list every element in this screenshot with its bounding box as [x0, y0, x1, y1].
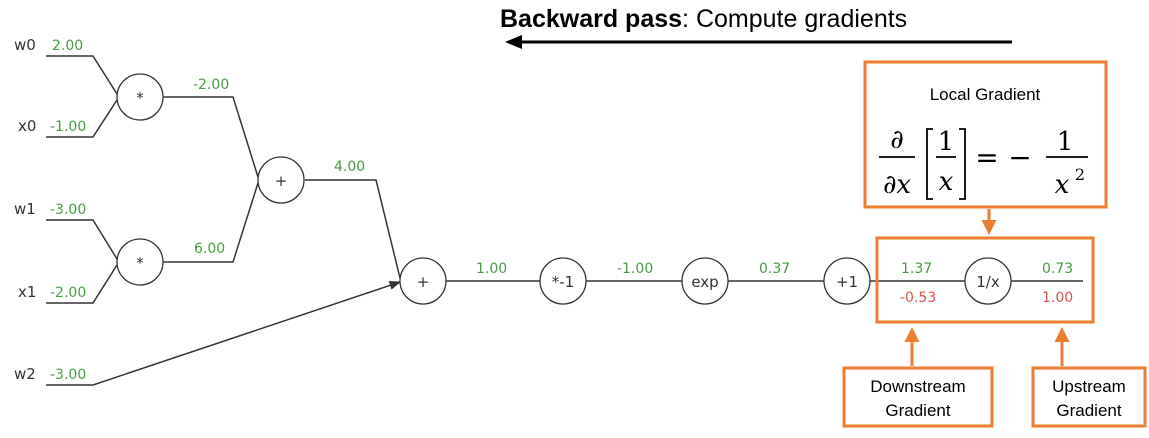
edge-gradient: -0.53 — [900, 290, 936, 306]
wire-x1 — [46, 264, 118, 304]
input-value: -3.00 — [50, 202, 86, 218]
svg-text:*: * — [136, 254, 144, 272]
node-mul1: * — [116, 238, 164, 286]
wire-add0-out — [305, 179, 401, 279]
upstream-label: Upstream — [1052, 377, 1126, 396]
svg-text:−: − — [1008, 141, 1031, 174]
edge-value: 0.37 — [759, 261, 790, 277]
wire-mul0-out — [163, 96, 259, 178]
svg-text:1: 1 — [938, 127, 955, 157]
edge-value: 1.37 — [901, 261, 932, 277]
svg-text:+1: +1 — [836, 273, 858, 291]
upstream-box — [1031, 366, 1147, 428]
arrow-head-icon — [505, 35, 522, 49]
edge-value: -2.00 — [193, 77, 229, 93]
svg-text:∂: ∂ — [890, 125, 903, 155]
input-label: w1 — [14, 200, 36, 218]
input-label: x0 — [18, 117, 36, 135]
edge-value: 0.73 — [1042, 261, 1073, 277]
edge-value: 6.00 — [194, 241, 225, 257]
node-inv: 1/x — [964, 257, 1012, 305]
header-title: Backward pass: Compute gradients — [500, 5, 907, 33]
wire-x0 — [46, 99, 118, 138]
edge-value: 1.00 — [476, 261, 507, 277]
wire-w1 — [46, 219, 118, 260]
node-highlight-box — [875, 236, 1095, 324]
input-label: x1 — [18, 283, 36, 301]
wire-mul1-out — [163, 182, 259, 263]
svg-text:1: 1 — [1057, 127, 1074, 157]
input-value: 2.00 — [52, 38, 83, 54]
input-label: w0 — [14, 36, 36, 54]
local-gradient-formula: ∂ ∂x 1 x = − 1 x 2 — [879, 125, 1088, 200]
node-mul0: * — [116, 73, 164, 121]
svg-text:=: = — [975, 141, 998, 174]
upstream-label: Gradient — [1056, 401, 1121, 420]
input-value: -1.00 — [50, 119, 86, 135]
edge-value: 4.00 — [334, 159, 365, 175]
input-value: -3.00 — [50, 367, 86, 383]
svg-text:+: + — [275, 172, 288, 190]
local-gradient-label: Local Gradient — [930, 85, 1041, 104]
input-value: -2.00 — [50, 285, 86, 301]
node-add1: + — [399, 257, 447, 305]
local-gradient-box — [863, 60, 1108, 209]
svg-text:*: * — [136, 89, 144, 107]
svg-text:∂x: ∂x — [883, 170, 911, 200]
wire-w2 — [46, 281, 402, 386]
svg-text:+: + — [417, 273, 430, 291]
downstream-label: Downstream — [870, 377, 965, 396]
wire-w0 — [46, 55, 118, 95]
node-add0: + — [257, 156, 305, 204]
node-plus1: +1 — [823, 257, 871, 305]
svg-text:exp: exp — [691, 273, 718, 291]
edge-value: -1.00 — [617, 261, 653, 277]
svg-text:2: 2 — [1075, 165, 1085, 184]
downstream-label: Gradient — [885, 401, 950, 420]
downstream-box — [842, 366, 994, 428]
node-exp: exp — [681, 257, 729, 305]
input-label: w2 — [14, 365, 36, 383]
svg-text:x: x — [1055, 170, 1070, 200]
svg-text:1/x: 1/x — [976, 273, 1000, 291]
edge-gradient: 1.00 — [1042, 290, 1073, 306]
node-neg: *-1 — [539, 257, 587, 305]
svg-text:x: x — [939, 167, 954, 197]
svg-text:*-1: *-1 — [552, 273, 574, 291]
